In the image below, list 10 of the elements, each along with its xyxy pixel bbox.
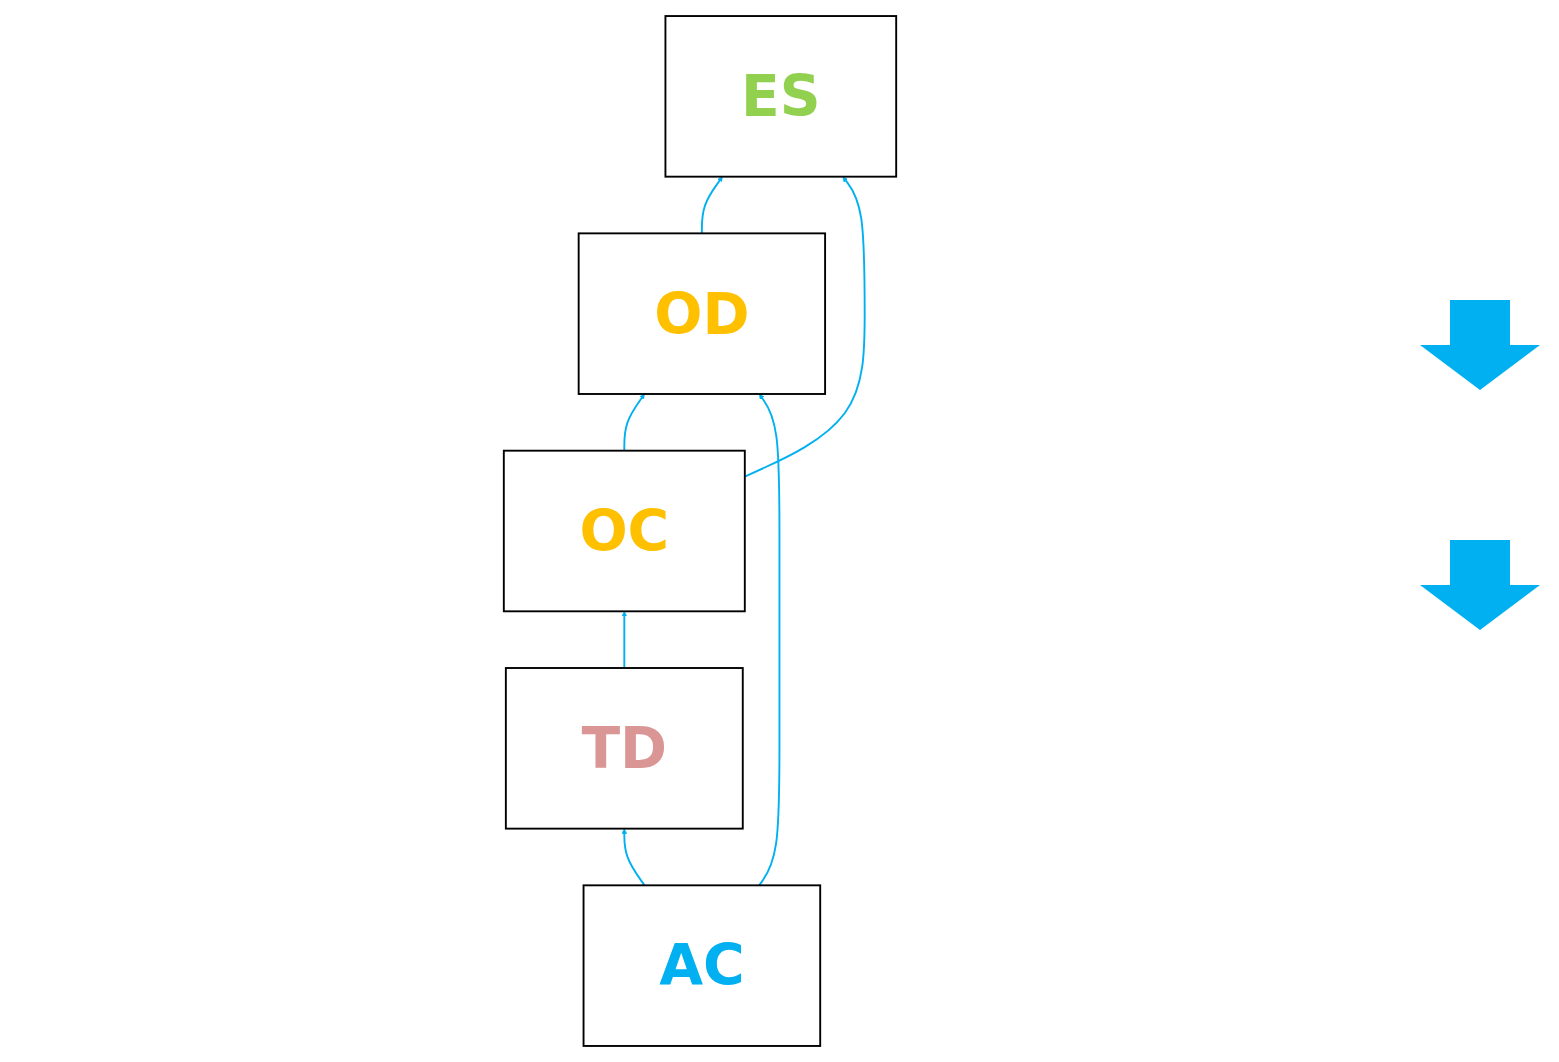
arrow (700, 176, 723, 235)
arrow (621, 611, 628, 669)
node-box: OC (502, 449, 746, 613)
node-box: TD (504, 667, 744, 830)
arrow (758, 393, 781, 887)
arrow (623, 393, 645, 452)
node-box: AC (582, 884, 822, 1047)
arrow (621, 828, 646, 887)
node-box: OD (577, 232, 827, 395)
node-box: ES (664, 15, 898, 178)
